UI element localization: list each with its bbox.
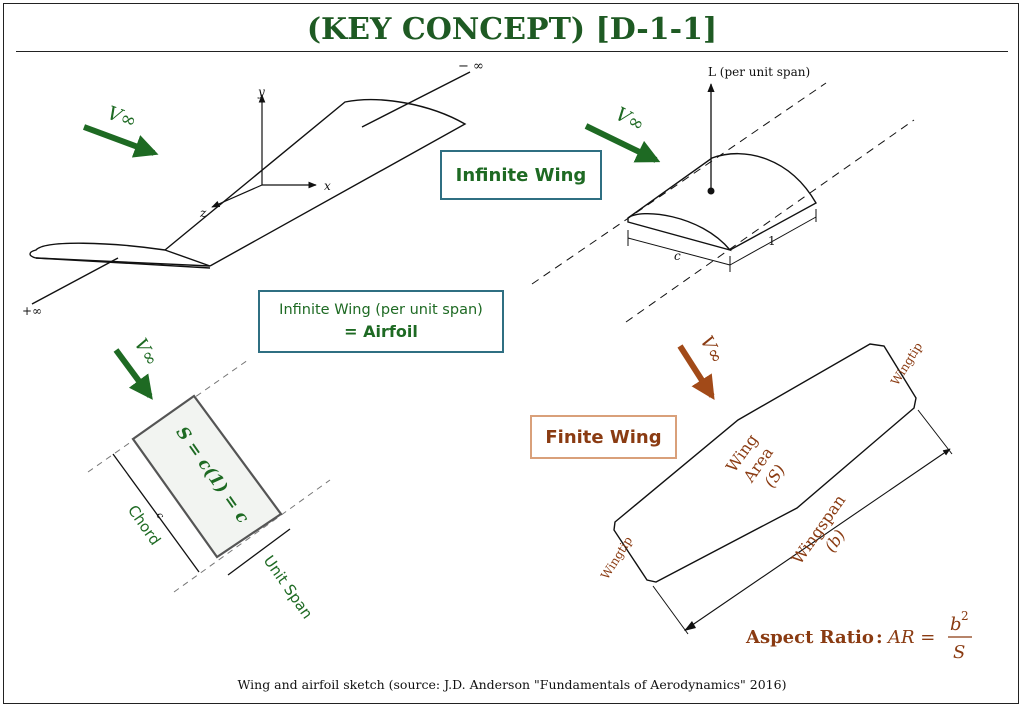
wingspan-arrowhead-start: [684, 621, 696, 631]
strip-chord-label: Chord: [124, 502, 164, 549]
wing-area-label: Wing Area (S): [722, 430, 789, 491]
airfoil-box: Infinite Wing (per unit span) = Airfoil: [258, 290, 504, 353]
infinite-wing-3d-sketch: [29, 71, 471, 305]
aspect-ratio-colon: :: [876, 627, 883, 648]
wingspan-dim-line: [684, 448, 951, 631]
strip-span-dim: [227, 528, 291, 576]
finite-wing-box: Finite Wing: [530, 415, 677, 459]
title-divider: [16, 51, 1008, 52]
aspect-ratio-denominator: S: [953, 642, 965, 663]
unit-dimension: [729, 216, 817, 266]
aspect-ratio-exponent: 2: [961, 609, 969, 623]
strip-span-label: Unit Span: [260, 552, 317, 622]
page-frame: [3, 3, 1019, 704]
span-axis-front: [31, 257, 119, 305]
airfoil-box-line2: = Airfoil: [344, 322, 418, 341]
infinite-wing-box: Infinite Wing: [440, 150, 602, 200]
minus-infinity-label: − ∞: [458, 59, 484, 74]
wingspan-label: Wingspan (b): [788, 491, 850, 568]
wingspan-ext-low: [652, 585, 689, 635]
infinite-wing-label: Infinite Wing: [455, 164, 587, 186]
dashed-guide-upper: [531, 82, 827, 285]
strip-chord-dim: [112, 453, 200, 573]
strip-chord-symbol: c: [154, 510, 166, 521]
svg-text:Wingspan: Wingspan: [788, 491, 850, 568]
freestream-arrow-3: [113, 348, 153, 400]
finite-wing-sketch: [613, 343, 953, 635]
y-axis-label: y: [257, 85, 265, 99]
z-axis: [211, 184, 263, 208]
wing-outline: [29, 242, 211, 267]
plus-infinity-label: +∞: [22, 304, 42, 318]
wingtip-bottom-label: Wingtip: [598, 534, 635, 582]
finite-wing-label: Finite Wing: [545, 426, 662, 448]
z-axis-label: z: [199, 206, 207, 220]
unit-span-strip-sketch: [87, 359, 331, 593]
finite-wing-outline: [613, 343, 917, 583]
section-airfoil: [627, 213, 732, 252]
span-axis-back: [361, 71, 471, 128]
freestream-arrow-4: [677, 344, 715, 401]
airfoil-box-line1: Infinite Wing (per unit span): [279, 302, 483, 318]
section-chord-symbol: c: [674, 249, 681, 263]
freestream-label-1: V∞: [104, 102, 139, 133]
lift-point: [707, 187, 715, 195]
wingspan-ext-high: [917, 409, 953, 455]
aspect-ratio-formula: Aspect Ratio : AR = b 2 S: [745, 609, 972, 663]
x-axis-label: x: [324, 179, 331, 193]
section-unit-symbol: 1: [768, 234, 776, 248]
unit-span-section-sketch: [531, 82, 915, 323]
freestream-arrow-1: [82, 124, 159, 158]
aspect-ratio-ar: AR =: [886, 627, 935, 648]
dashed-guide-lower: [625, 119, 915, 323]
strip-area-rect: [131, 394, 283, 559]
wingtip-top-label: Wingtip: [888, 340, 925, 388]
freestream-label-3: V∞: [130, 335, 162, 370]
chord-dimension: [627, 237, 731, 266]
freestream-label-4: V∞: [696, 332, 728, 367]
freestream-arrow-2: [584, 123, 661, 163]
freestream-label-2: V∞: [612, 103, 648, 136]
figure-caption: Wing and airfoil sketch (source: J.D. An…: [237, 677, 787, 692]
aspect-ratio-numerator: b: [950, 614, 962, 635]
lift-label: L (per unit span): [708, 65, 810, 79]
page-title: (KEY CONCEPT) [D-1-1]: [306, 12, 718, 47]
aspect-ratio-label: Aspect Ratio: [745, 627, 874, 648]
